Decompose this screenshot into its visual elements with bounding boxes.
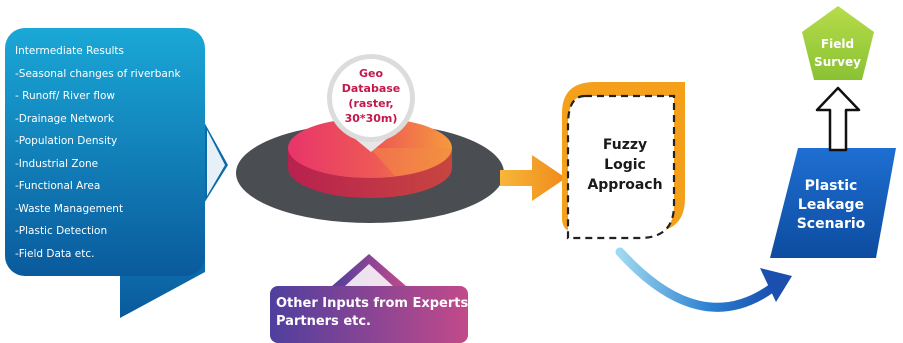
results-item: -Population Density	[15, 135, 118, 147]
other-line: Other Inputs from Experts,	[276, 296, 474, 311]
fuzzy-logic-label: Fuzzy Logic Approach	[575, 135, 675, 195]
results-title: Intermediate Results	[15, 45, 124, 57]
other-line: Partners etc.	[276, 314, 371, 329]
results-item: -Functional Area	[15, 180, 101, 192]
plastic-leakage-label: Plastic Leakage Scenario	[786, 177, 876, 234]
plastic-line: Leakage	[797, 197, 865, 213]
geo-line: Database	[341, 82, 401, 95]
results-item: -Field Data etc.	[15, 247, 95, 260]
plastic-leakage-shape	[770, 148, 896, 258]
plastic-line: Plastic	[804, 178, 858, 194]
results-item: -Waste Management	[15, 202, 124, 215]
field-line: Field	[820, 37, 855, 51]
geo-database-label: Geo Database (raster, 30*30m)	[331, 66, 411, 126]
fuzzy-logic-box	[562, 82, 685, 240]
geo-database-pin	[327, 54, 415, 152]
fuzzy-line: Fuzzy	[602, 137, 648, 153]
other-inputs-label: Other Inputs from Experts, Partners etc.	[276, 295, 474, 331]
results-item: -Seasonal changes of riverbank	[15, 67, 181, 80]
intermediate-results-list: Intermediate Results -Seasonal changes o…	[15, 40, 205, 265]
results-item: -Plastic Detection	[15, 225, 108, 237]
fuzzy-line: Approach	[587, 177, 663, 193]
geo-line: (raster,	[348, 97, 394, 110]
plastic-line: Scenario	[796, 216, 866, 232]
arrow-to-fuzzy	[500, 155, 566, 201]
field-survey-label: Field Survey	[800, 35, 875, 71]
fuzzy-line: Logic	[604, 157, 646, 173]
results-item: - Runoff/ River flow	[15, 90, 115, 102]
results-item: -Industrial Zone	[15, 157, 99, 170]
arrow-to-plastic	[615, 247, 792, 312]
intermediate-results-callout	[5, 28, 228, 318]
other-inputs-box	[270, 254, 468, 343]
geo-line: 30*30m)	[344, 112, 398, 125]
arrow-to-field-survey	[815, 86, 861, 152]
field-line: Survey	[814, 55, 861, 69]
geo-line: Geo	[358, 67, 384, 80]
field-survey-pentagon	[802, 6, 874, 80]
results-item: -Drainage Network	[15, 112, 114, 125]
